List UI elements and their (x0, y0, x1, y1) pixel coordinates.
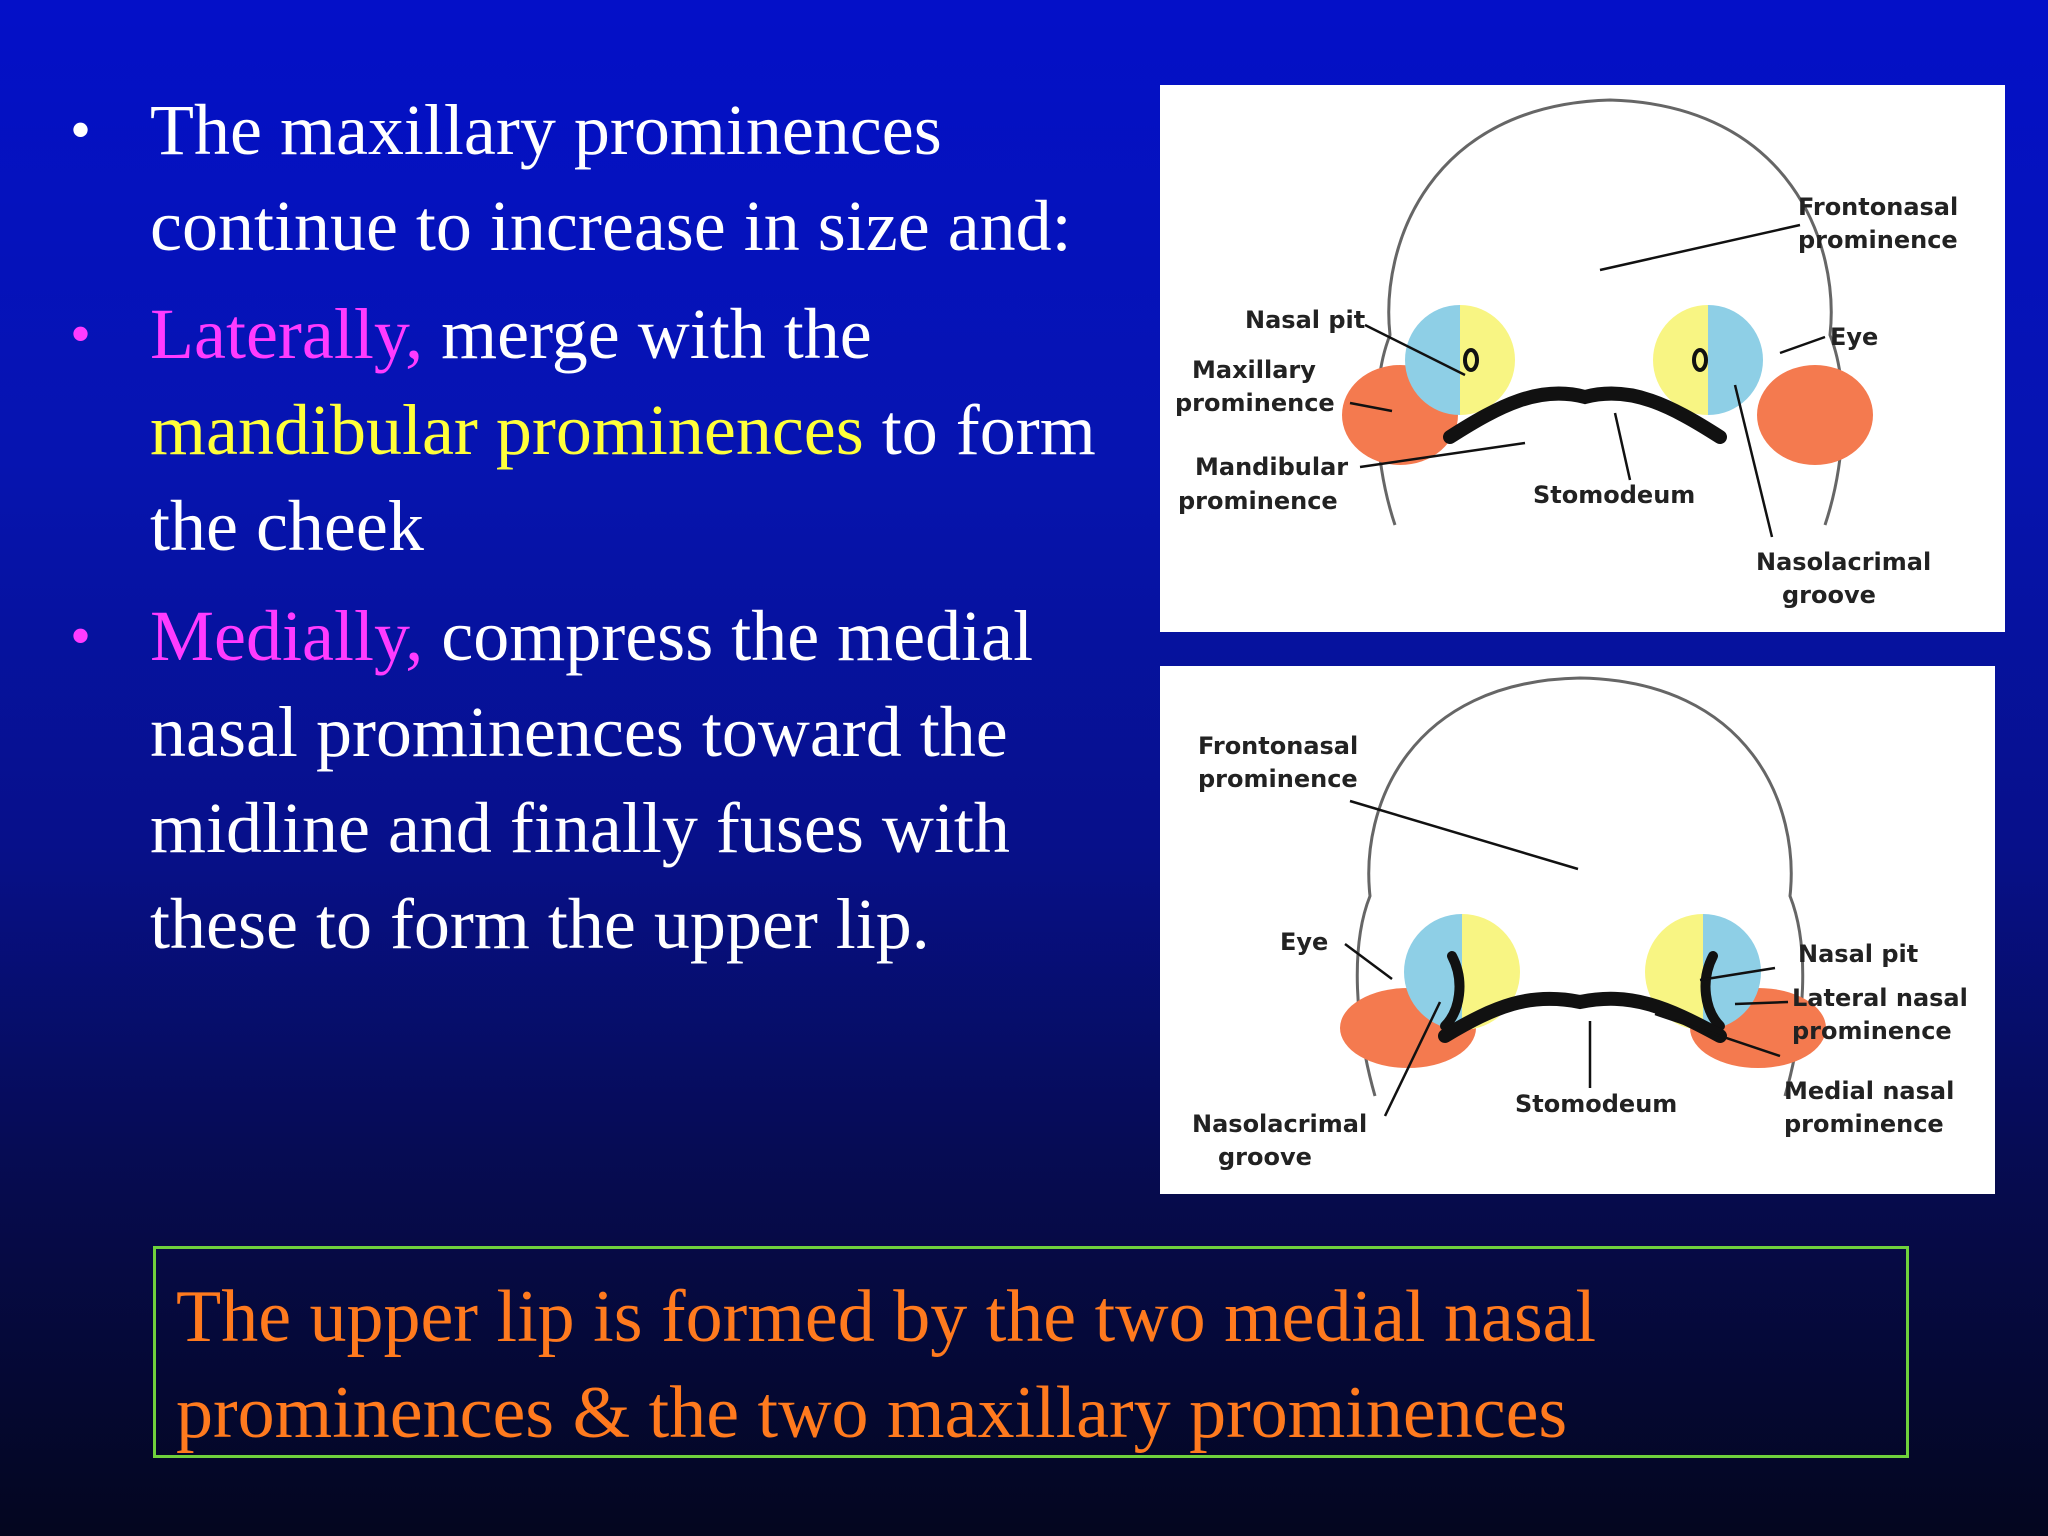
highlight-medially: Medially, (150, 596, 424, 676)
stomodeum-shape (1438, 991, 1727, 1043)
label-nasolacrimal: Nasolacrimal (1192, 1110, 1367, 1138)
bullet-dot: • (70, 97, 92, 163)
label-frontonasal: Frontonasal (1798, 193, 1958, 221)
bullet-item: • The maxillary prominences continue to … (70, 82, 1160, 274)
lateral-nasal-right (1708, 305, 1763, 415)
stomodeum-shape (1443, 386, 1727, 444)
medial-nasal-right (1653, 305, 1708, 415)
label-nasolacrimal: Nasolacrimal (1756, 548, 1931, 576)
label-maxillary: prominence (1175, 389, 1335, 417)
medial-nasal-left (1460, 305, 1515, 415)
highlight-mandibular: mandibular prominences (150, 390, 864, 470)
lateral-nasal-left (1404, 914, 1462, 1030)
label-lateral-nasal: Lateral nasal (1792, 984, 1968, 1012)
bullet-dot: • (70, 301, 92, 367)
bullet-text: compress the medial nasal prominences to… (150, 596, 1034, 964)
highlight-laterally: Laterally, (150, 294, 424, 374)
label-stomodeum: Stomodeum (1533, 481, 1695, 509)
label-mandibular: prominence (1178, 487, 1338, 515)
face-illustration-top: Frontonasal prominence Nasal pit Eye Max… (1175, 98, 1958, 609)
leader-lines (1349, 223, 1826, 538)
maxillary-right (1757, 365, 1873, 465)
label-eye: Eye (1280, 928, 1328, 956)
bullet-text: merge with the (423, 294, 872, 374)
summary-box: The upper lip is formed by the two media… (153, 1246, 1909, 1458)
leader-lines (1344, 799, 1789, 1117)
label-nasolacrimal: groove (1782, 581, 1876, 609)
bullet-dot: • (70, 603, 92, 669)
label-frontonasal: prominence (1798, 226, 1958, 254)
embryo-face-diagram-top: Frontonasal prominence Nasal pit Eye Max… (1160, 85, 2005, 632)
embryo-face-diagram-bottom: Frontonasal prominence Eye Nasal pit Lat… (1160, 666, 1995, 1194)
label-maxillary: Maxillary (1192, 356, 1316, 384)
label-nasal-pit: Nasal pit (1798, 940, 1918, 968)
bullet-list: • The maxillary prominences continue to … (70, 82, 1160, 972)
face-illustration-bottom: Frontonasal prominence Eye Nasal pit Lat… (1192, 676, 1968, 1171)
lateral-nasal-right (1703, 914, 1761, 1030)
summary-text: The upper lip is formed by the two media… (176, 1276, 1597, 1454)
label-nasolacrimal: groove (1218, 1143, 1312, 1171)
bullet-item: • Medially, compress the medial nasal pr… (70, 588, 1160, 972)
bullet-item: • Laterally, merge with the mandibular p… (70, 286, 1160, 574)
label-medial-nasal: Medial nasal (1784, 1077, 1954, 1105)
label-frontonasal: prominence (1198, 765, 1358, 793)
bullet-text: The maxillary prominences continue to in… (150, 90, 1072, 266)
label-eye: Eye (1830, 323, 1878, 351)
label-mandibular: Mandibular (1195, 453, 1348, 481)
label-stomodeum: Stomodeum (1515, 1090, 1677, 1118)
bullet-text: to form the cheek (150, 390, 1096, 566)
label-nasal-pit: Nasal pit (1245, 306, 1365, 334)
label-frontonasal: Frontonasal (1198, 732, 1358, 760)
label-lateral-nasal: prominence (1792, 1017, 1952, 1045)
label-medial-nasal: prominence (1784, 1110, 1944, 1138)
